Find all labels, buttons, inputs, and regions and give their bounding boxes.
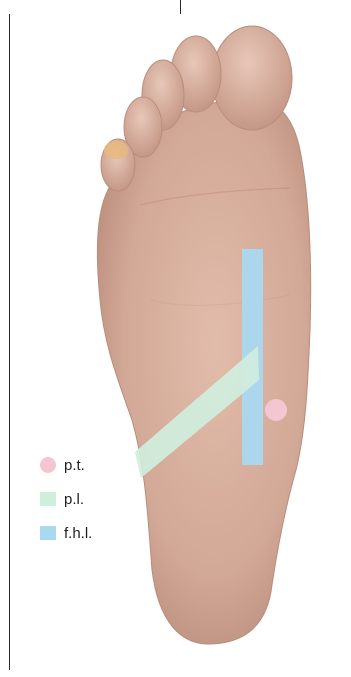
pt-dot bbox=[265, 399, 287, 421]
pt-swatch bbox=[40, 457, 56, 473]
little-toe-nail bbox=[104, 141, 128, 159]
legend-item-pt: p.t. bbox=[40, 455, 92, 475]
legend-item-pl: p.l. bbox=[40, 489, 92, 509]
legend-label-fhl: f.h.l. bbox=[64, 525, 92, 542]
fhl-swatch bbox=[40, 526, 56, 540]
legend-label-pl: p.l. bbox=[64, 491, 84, 508]
pl-swatch bbox=[40, 492, 56, 506]
legend-item-fhl: f.h.l. bbox=[40, 523, 92, 543]
legend-label-pt: p.t. bbox=[64, 457, 85, 474]
legend: p.t. p.l. f.h.l. bbox=[40, 455, 92, 543]
big-toe bbox=[212, 26, 292, 130]
